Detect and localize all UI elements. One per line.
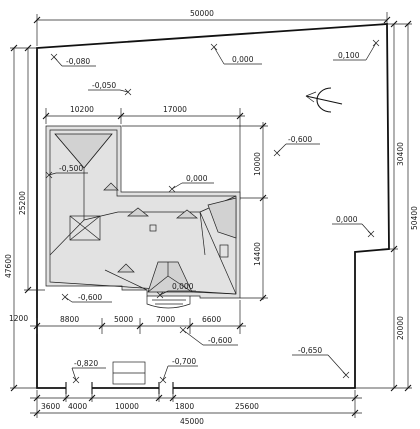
- elevation-mark-entrance: 0,000: [156, 282, 196, 299]
- elevation-mark-top-right: 0,100: [333, 39, 380, 61]
- dim-bottom-5: 25600: [235, 402, 259, 411]
- dim-top-total: 50000: [190, 9, 214, 18]
- dim-building-wing-depth: 10000: [253, 152, 262, 176]
- dim-right-lower: 20000: [396, 316, 405, 340]
- entrance-steps: [146, 296, 191, 309]
- dim-bottom-1: 3600: [41, 402, 60, 411]
- dim-bottom-3: 10000: [115, 402, 139, 411]
- dim-bottom-2: 4000: [68, 402, 87, 411]
- elevation-upper-left: -0,050: [92, 81, 116, 90]
- dim-left-upper: 25200: [18, 191, 27, 215]
- dimension-bottom: 3600 4000 10000 1800 25600 45000: [30, 390, 362, 426]
- elevation-entrance: 0,000: [172, 282, 194, 291]
- elevation-mark-right-upper: -0,600: [273, 135, 320, 157]
- elevation-mark-building-lower-right: -0,600: [179, 326, 238, 346]
- elevation-bottom-right: -0,650: [298, 346, 322, 355]
- elevation-top-right: 0,100: [338, 51, 360, 60]
- dim-below-3: 7000: [156, 315, 175, 324]
- elevation-building-lower-right: -0,600: [208, 336, 232, 345]
- elevation-bottom-gate: -0,700: [172, 357, 196, 366]
- dim-bottom-4: 1800: [175, 402, 194, 411]
- dimension-top: 50000: [33, 9, 391, 46]
- dim-building-top-right: 17000: [163, 105, 187, 114]
- elevation-mark-bottom-left: -0,820: [71, 359, 106, 384]
- elevation-mark-bottom-right: -0,650: [292, 346, 350, 379]
- building-roof-plan: [45, 125, 241, 299]
- elevation-right-upper: -0,600: [288, 135, 312, 144]
- north-arrow-icon: [305, 87, 343, 113]
- elevation-right-middle: 0,000: [336, 215, 358, 224]
- dim-below-2: 5000: [114, 315, 133, 324]
- elevation-bottom-left: -0,820: [74, 359, 98, 368]
- elevation-marks: -0,080 0,000 0,100 -0,050 -0,600: [45, 39, 380, 384]
- elevation-roof-center: 0,000: [186, 174, 208, 183]
- elevation-top-left: -0,080: [66, 57, 90, 66]
- dim-below-1: 8800: [60, 315, 79, 324]
- dimension-left: 47600 25200 1200: [4, 44, 45, 392]
- elevation-left-wing: -0,500: [59, 164, 83, 173]
- elevation-building-lower-left: -0,600: [78, 293, 102, 302]
- dim-right-upper: 30400: [396, 142, 405, 166]
- elevation-mark-upper-left: -0,050: [88, 81, 132, 96]
- dim-right-overall: 50400: [410, 206, 419, 230]
- dimension-building-top: 10200 17000: [42, 105, 245, 200]
- elevation-top-center: 0,000: [232, 55, 254, 64]
- dim-below-4: 6600: [202, 315, 221, 324]
- dim-left-overall: 47600: [4, 254, 13, 278]
- dim-bottom-total: 45000: [180, 417, 204, 426]
- dimension-building-side: 10000 14400: [122, 122, 268, 302]
- dimension-below-building: 8800 5000 7000 6600: [30, 300, 246, 334]
- elevation-mark-top-left: -0,080: [50, 53, 96, 67]
- elevation-mark-left-wing: -0,500: [45, 164, 88, 179]
- elevation-mark-roof-center: 0,000: [168, 174, 214, 193]
- elevation-mark-building-lower-left: -0,600: [61, 293, 112, 303]
- gate-openings: [65, 361, 174, 394]
- dim-building-main-depth: 14400: [253, 242, 262, 266]
- dimension-right: 50400 30400 20000: [355, 20, 419, 392]
- elevation-mark-bottom-gate: -0,700: [159, 357, 198, 384]
- dim-left-bottom-small: 1200: [9, 314, 28, 323]
- dim-building-top-left: 10200: [70, 105, 94, 114]
- elevation-mark-right-middle: 0,000: [332, 215, 375, 238]
- elevation-mark-top-center: 0,000: [210, 43, 262, 65]
